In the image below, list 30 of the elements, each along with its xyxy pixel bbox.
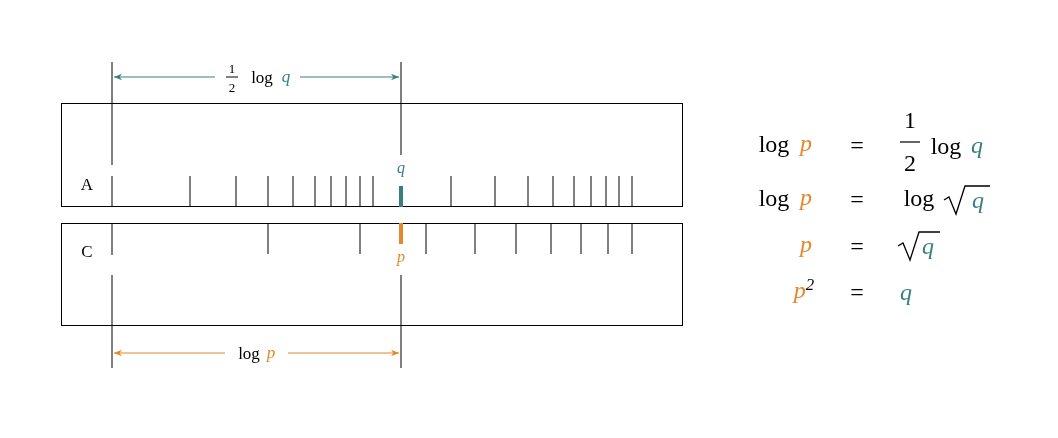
- math-text: p: [800, 131, 812, 155]
- math-text: q: [900, 280, 912, 304]
- math-text: log: [903, 186, 935, 210]
- math-text: log: [251, 68, 273, 86]
- math-text: p$^{2}$: [793, 278, 815, 302]
- math-text: p: [266, 343, 276, 361]
- math-text: q: [397, 160, 405, 176]
- math-text: q: [972, 188, 984, 212]
- math-text: p: [800, 185, 812, 209]
- math-text: p: [800, 232, 812, 256]
- math-text: log: [238, 344, 260, 362]
- math-text: log: [758, 186, 790, 210]
- math-text: =: [850, 133, 864, 157]
- math-text: =: [850, 187, 864, 211]
- math-text: 1: [904, 108, 916, 132]
- math-text: log: [930, 134, 962, 158]
- math-text: log: [758, 132, 790, 156]
- math-text: q: [281, 67, 291, 85]
- math-text: q: [971, 133, 983, 157]
- math-text: 2: [228, 80, 236, 94]
- scale-letter: A: [80, 175, 94, 193]
- math-text: q: [922, 234, 934, 258]
- math-text: 1: [228, 61, 236, 75]
- math-text: 2: [904, 151, 916, 175]
- math-text: =: [850, 280, 864, 304]
- scale-strip: [61, 223, 683, 326]
- math-text: p: [397, 249, 405, 265]
- scale-strip: [61, 103, 683, 207]
- scale-letter: C: [81, 242, 93, 260]
- math-text: =: [850, 234, 864, 258]
